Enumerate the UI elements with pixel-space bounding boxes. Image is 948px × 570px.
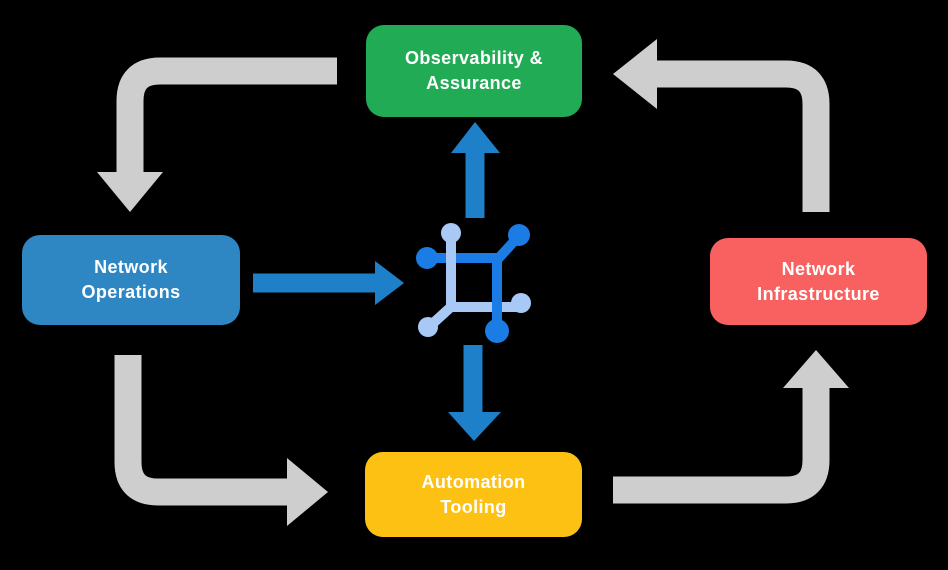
arrow-observability-to-operations <box>97 57 337 212</box>
node-label-line: Operations <box>81 282 181 302</box>
node-label-line: Assurance <box>426 73 522 93</box>
node-network-infrastructure: Network Infrastructure <box>710 238 927 325</box>
node-label-line: Automation <box>421 471 526 492</box>
arrow-operations-to-automation <box>114 355 328 526</box>
node-label-line: Tooling <box>440 496 507 517</box>
network-mesh-icon <box>416 223 531 343</box>
node-label-line: Observability & <box>404 48 544 68</box>
arrow-automation-to-infrastructure <box>613 350 849 504</box>
node-label-line: Network <box>781 258 856 279</box>
node-observability-assurance: Observability & Assurance <box>366 25 582 117</box>
arrow-center-to-automation <box>448 345 501 441</box>
arrow-infrastructure-to-observability <box>613 39 830 212</box>
node-automation-tooling: Automation Tooling <box>365 452 582 537</box>
arrow-center-to-observability <box>451 122 500 218</box>
arrow-operations-to-center <box>253 261 404 305</box>
node-label-line: Network <box>94 257 168 277</box>
node-label-line: Infrastructure <box>757 283 880 304</box>
node-network-operations: Network Operations <box>22 235 240 325</box>
